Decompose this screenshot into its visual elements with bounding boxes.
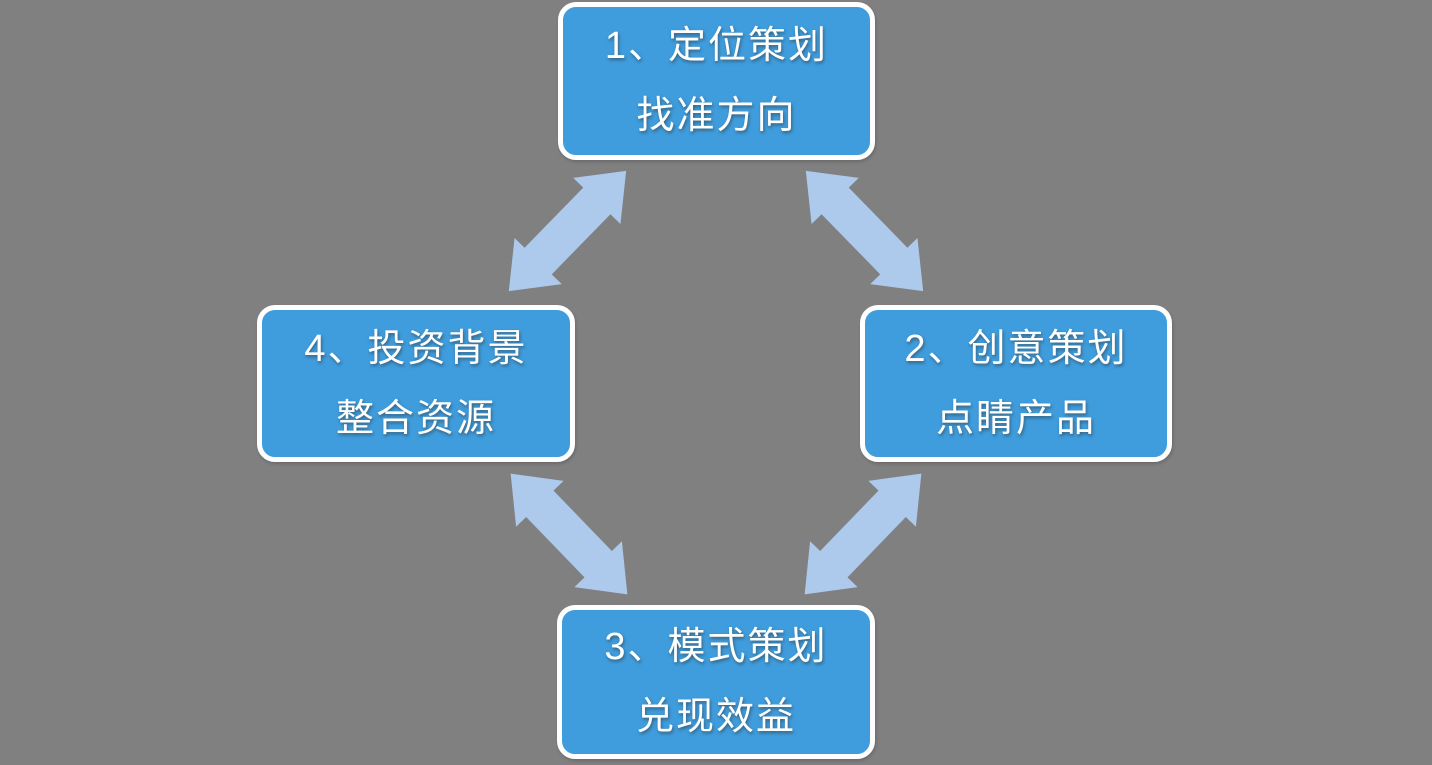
diagram-node-1-positioning: 1、定位策划 找准方向 (558, 2, 875, 160)
node-4-title: 4、投资背景 (304, 327, 528, 370)
node-3-title: 3、模式策划 (604, 626, 828, 668)
double-arrow-connector-4-3-icon (486, 450, 652, 618)
double-arrow-connector-1-4-icon (485, 147, 650, 315)
node-3-subtitle: 兑现效益 (635, 696, 796, 738)
node-4-subtitle: 整合资源 (335, 397, 496, 440)
diagram-node-3-model: 3、模式策划 兑现效益 (557, 605, 875, 759)
diagram-node-2-creative: 2、创意策划 点睛产品 (860, 305, 1172, 462)
double-arrow-connector-1-2-icon (782, 147, 947, 315)
double-arrow-connector-2-3-icon (780, 450, 946, 618)
node-2-title: 2、创意策划 (904, 327, 1128, 370)
node-1-subtitle: 找准方向 (636, 95, 797, 137)
node-2-subtitle: 点睛产品 (935, 397, 1096, 440)
node-1-title: 1、定位策划 (604, 25, 829, 67)
diagram-node-4-investment: 4、投资背景 整合资源 (257, 305, 575, 462)
